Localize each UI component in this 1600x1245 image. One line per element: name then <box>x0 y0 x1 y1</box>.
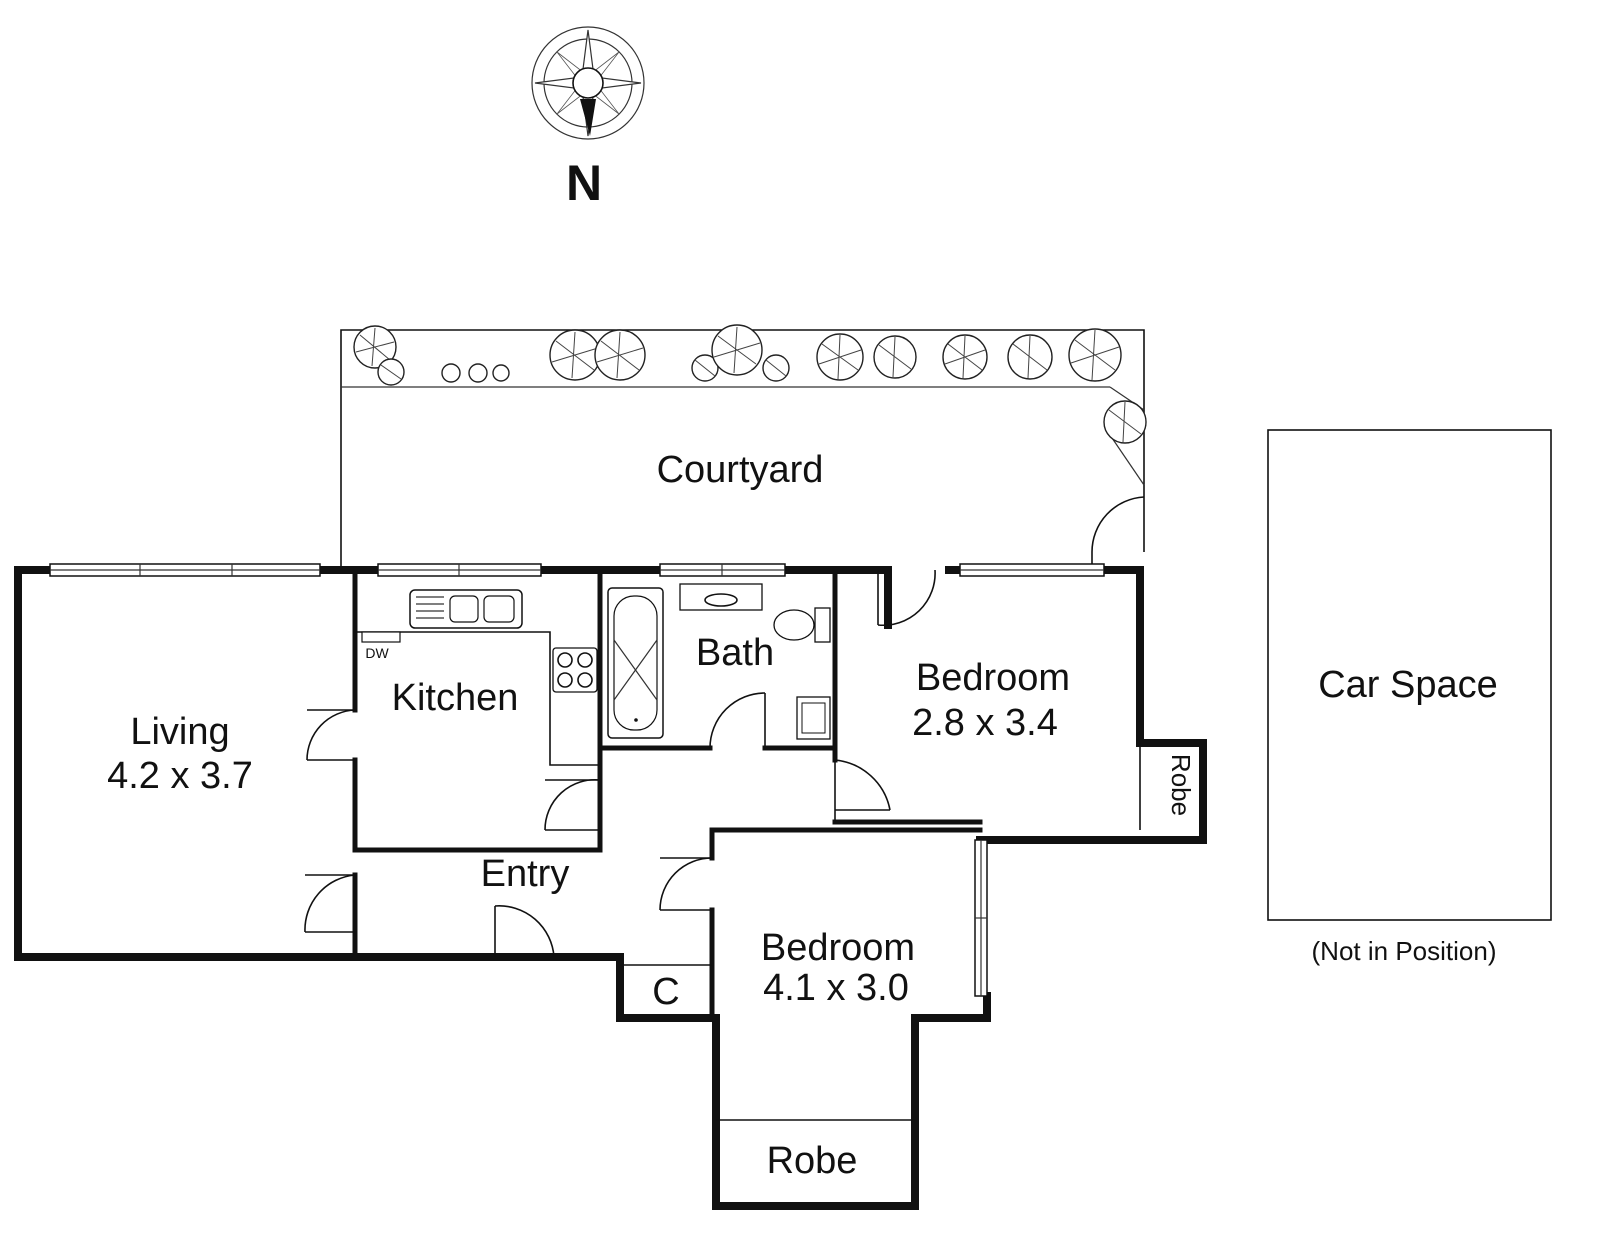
car-space-label: Car Space <box>1318 664 1498 706</box>
bedroom-1-dims: 2.8 x 3.4 <box>912 702 1058 744</box>
bath-label: Bath <box>696 632 774 674</box>
door-bedroom-2[interactable] <box>659 857 713 911</box>
exterior-walls <box>14 566 1207 1210</box>
window-bath <box>659 563 786 577</box>
car-space-note: (Not in Position) <box>1312 936 1497 966</box>
door-living[interactable] <box>306 709 356 761</box>
window-bedroom-2 <box>974 839 988 997</box>
entry-label: Entry <box>481 853 570 895</box>
bedroom-2-label: Bedroom <box>761 927 915 969</box>
interior-walls <box>317 567 1141 1121</box>
door-bedroom-1-courtyard[interactable] <box>877 569 936 627</box>
courtyard-label: Courtyard <box>657 449 824 491</box>
door-kitchen[interactable] <box>544 778 601 831</box>
door-front[interactable] <box>304 874 356 933</box>
cupboard-label: C <box>652 971 679 1013</box>
compass-icon <box>531 26 645 140</box>
kitchen-sink-icon <box>409 589 523 629</box>
window-living <box>49 563 321 577</box>
tree-icon <box>353 324 1147 444</box>
kitchen-label: Kitchen <box>392 677 519 719</box>
north-label: N <box>566 155 602 211</box>
dishwasher-icon <box>361 631 401 643</box>
bathtub-icon <box>607 587 664 739</box>
bedroom-2-robe-label: Robe <box>767 1140 858 1182</box>
living-dims: 4.2 x 3.7 <box>107 755 253 797</box>
bath-cabinet-icon <box>796 696 831 740</box>
toilet-icon <box>773 607 831 643</box>
bedroom-2-dims: 4.1 x 3.0 <box>763 967 909 1009</box>
bedroom-1-robe-label: Robe <box>1166 754 1196 816</box>
door-entry[interactable] <box>494 905 555 958</box>
vanity-icon <box>679 583 763 611</box>
living-label: Living <box>130 711 229 753</box>
bedroom-1-label: Bedroom <box>916 657 1070 699</box>
dishwasher-label: DW <box>365 645 389 661</box>
window-kitchen <box>377 563 542 577</box>
kitchen-bench <box>355 631 600 766</box>
cooktop-icon <box>552 647 598 693</box>
car-space-area <box>1267 429 1552 921</box>
door-bath[interactable] <box>709 692 766 749</box>
door-bedroom-1[interactable] <box>834 759 891 822</box>
window-bedroom-1 <box>959 563 1105 577</box>
